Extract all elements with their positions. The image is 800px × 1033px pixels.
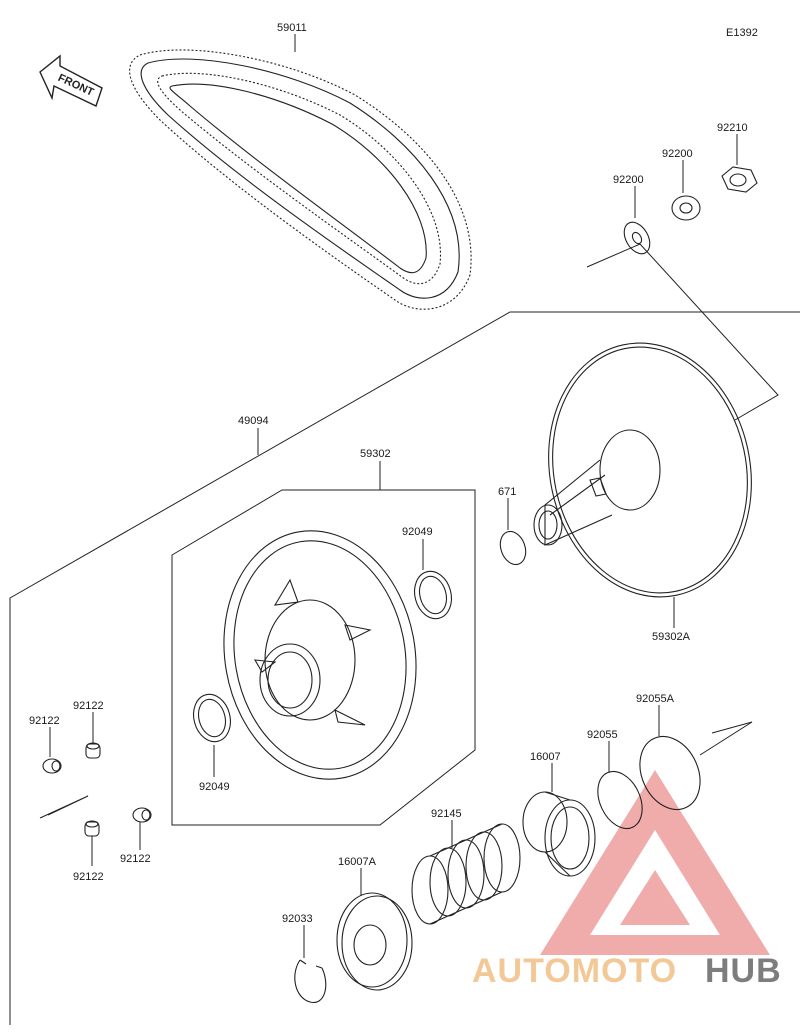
sheave-subframe xyxy=(171,489,476,826)
leader-hardware-group xyxy=(586,243,779,421)
part-label-belt: 59011 xyxy=(277,22,307,34)
roller-2 xyxy=(85,742,101,759)
part-label-cam: 16007 xyxy=(530,751,561,763)
bushing-right xyxy=(413,570,453,620)
seal-a xyxy=(639,736,701,810)
svg-text:AUTOMOTO: AUTOMOTO xyxy=(472,952,677,990)
part-label-washer-upper: 92200 xyxy=(662,148,693,160)
roller-1 xyxy=(42,758,62,774)
seal xyxy=(597,770,643,830)
leader-seal-a-arrow xyxy=(699,721,753,756)
o-ring xyxy=(499,530,527,566)
part-label-circlip: 92033 xyxy=(282,913,313,925)
bushing-left xyxy=(192,693,232,743)
part-label-bushing-left: 92049 xyxy=(199,781,230,793)
circlip xyxy=(294,959,327,1003)
part-label-roller-4: 92122 xyxy=(120,853,151,865)
part-label-bushing-right: 92049 xyxy=(402,526,433,538)
spring xyxy=(411,823,521,925)
movable-sheave xyxy=(223,530,417,780)
leader-roller-group xyxy=(39,795,89,819)
roller-4 xyxy=(132,807,152,823)
part-label-nut: 92210 xyxy=(717,122,748,134)
watermark-logo xyxy=(540,770,770,955)
leader-seal-a-arrow-2 xyxy=(711,721,753,734)
drive-belt xyxy=(129,49,472,310)
part-label-roller-2: 92122 xyxy=(73,700,104,712)
assembly-frame xyxy=(9,311,800,1025)
part-label-sheave-driven: 59302 xyxy=(360,448,391,460)
part-label-cam-a: 16007A xyxy=(338,856,377,868)
watermark-text: AUTOMOTO HUB xyxy=(472,952,782,990)
nut xyxy=(721,166,758,193)
diagram-code: E1392 xyxy=(726,27,758,39)
part-label-roller-3: 92122 xyxy=(73,871,104,883)
svg-text:FRONT: FRONT xyxy=(56,72,96,99)
cam-a xyxy=(336,892,413,991)
part-label-assembly: 49094 xyxy=(238,415,269,427)
part-label-seal: 92055 xyxy=(587,729,618,741)
cam xyxy=(522,791,596,877)
part-label-spring: 92145 xyxy=(431,808,462,820)
part-label-roller-1: 92122 xyxy=(29,715,60,727)
part-label-seal-a: 92055A xyxy=(636,693,675,705)
part-label-fixed-sheave: 59302A xyxy=(652,631,691,643)
roller-3 xyxy=(84,820,100,837)
part-label-o-ring: 671 xyxy=(498,486,516,498)
washer-lower xyxy=(623,221,651,255)
fixed-sheave xyxy=(533,342,752,598)
front-arrow-icon: FRONT xyxy=(39,54,103,107)
svg-text:HUB: HUB xyxy=(705,952,782,990)
part-label-washer-lower: 92200 xyxy=(613,174,644,186)
washer-upper xyxy=(671,195,701,221)
